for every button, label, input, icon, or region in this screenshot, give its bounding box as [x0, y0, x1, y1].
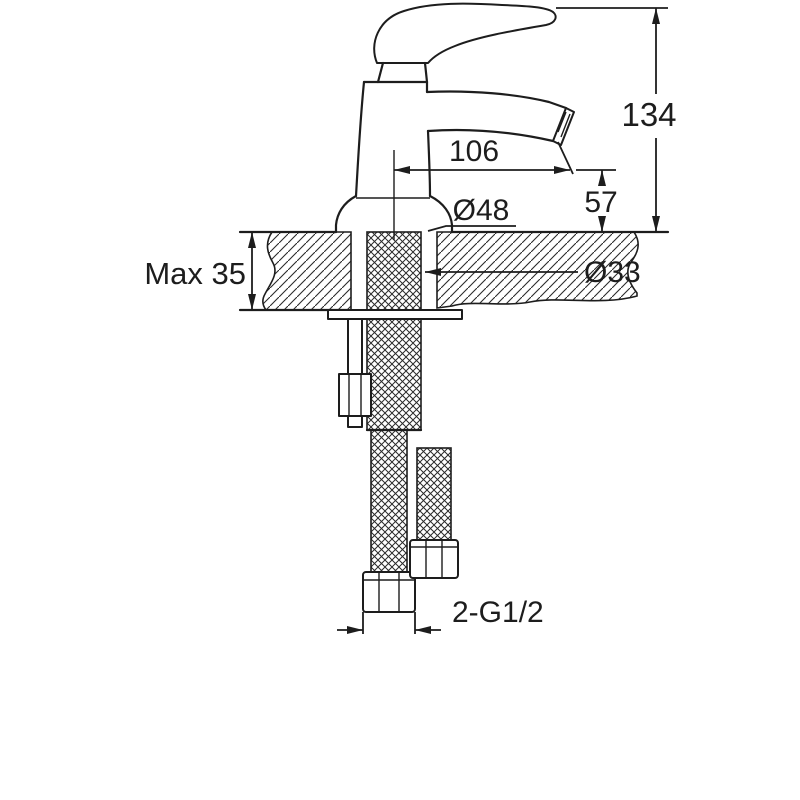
escutcheon-left-edge	[334, 194, 358, 234]
mounting-nut-facets	[348, 374, 362, 416]
dim-deck-thickness-label: Max 35	[144, 256, 246, 291]
spout-aerator	[552, 107, 575, 146]
extension-lines-thread	[362, 612, 416, 634]
countertop-left-hatch	[261, 231, 352, 311]
handle-neck	[376, 61, 429, 84]
handle-lever	[373, 2, 557, 64]
spout-aerator-hatch	[557, 111, 571, 138]
faucet-body	[334, 2, 575, 240]
hose-nut-left-facets	[363, 572, 415, 612]
dimension-annotations: 134 106 57 Ø48 Ø33 Max 35 2-G1/2	[144, 7, 677, 634]
hose-nut-right	[409, 539, 459, 579]
dim-spout-reach-label: 106	[449, 135, 499, 168]
hose-nut-left	[362, 571, 416, 613]
under-counter-assembly	[327, 231, 463, 613]
mounting-nut	[338, 373, 372, 417]
body-right-edge-lower	[426, 129, 432, 198]
hose-nut-right-facets	[410, 540, 458, 578]
threaded-shank	[366, 231, 422, 431]
mounting-washer	[327, 309, 463, 320]
dim-connection-thread-label: 2-G1/2	[452, 596, 544, 629]
countertop-section	[238, 230, 670, 312]
body-left-edge	[354, 80, 366, 198]
spout-bottom-edge	[426, 128, 555, 143]
flex-hose-left	[370, 429, 408, 573]
dim-total-height-label: 134	[621, 96, 676, 133]
extension-line-spout-outlet	[557, 141, 574, 175]
dim-spout-height-label: 57	[584, 186, 617, 219]
escutcheon-right-edge	[428, 194, 454, 234]
countertop-right-hatch	[436, 231, 639, 309]
flex-hose-right	[416, 447, 452, 541]
dim-hole-diameter-label: Ø33	[584, 256, 641, 289]
leader-base-diameter	[427, 225, 516, 232]
spout-top-edge	[425, 90, 568, 110]
dim-base-diameter-label: Ø48	[453, 194, 510, 227]
